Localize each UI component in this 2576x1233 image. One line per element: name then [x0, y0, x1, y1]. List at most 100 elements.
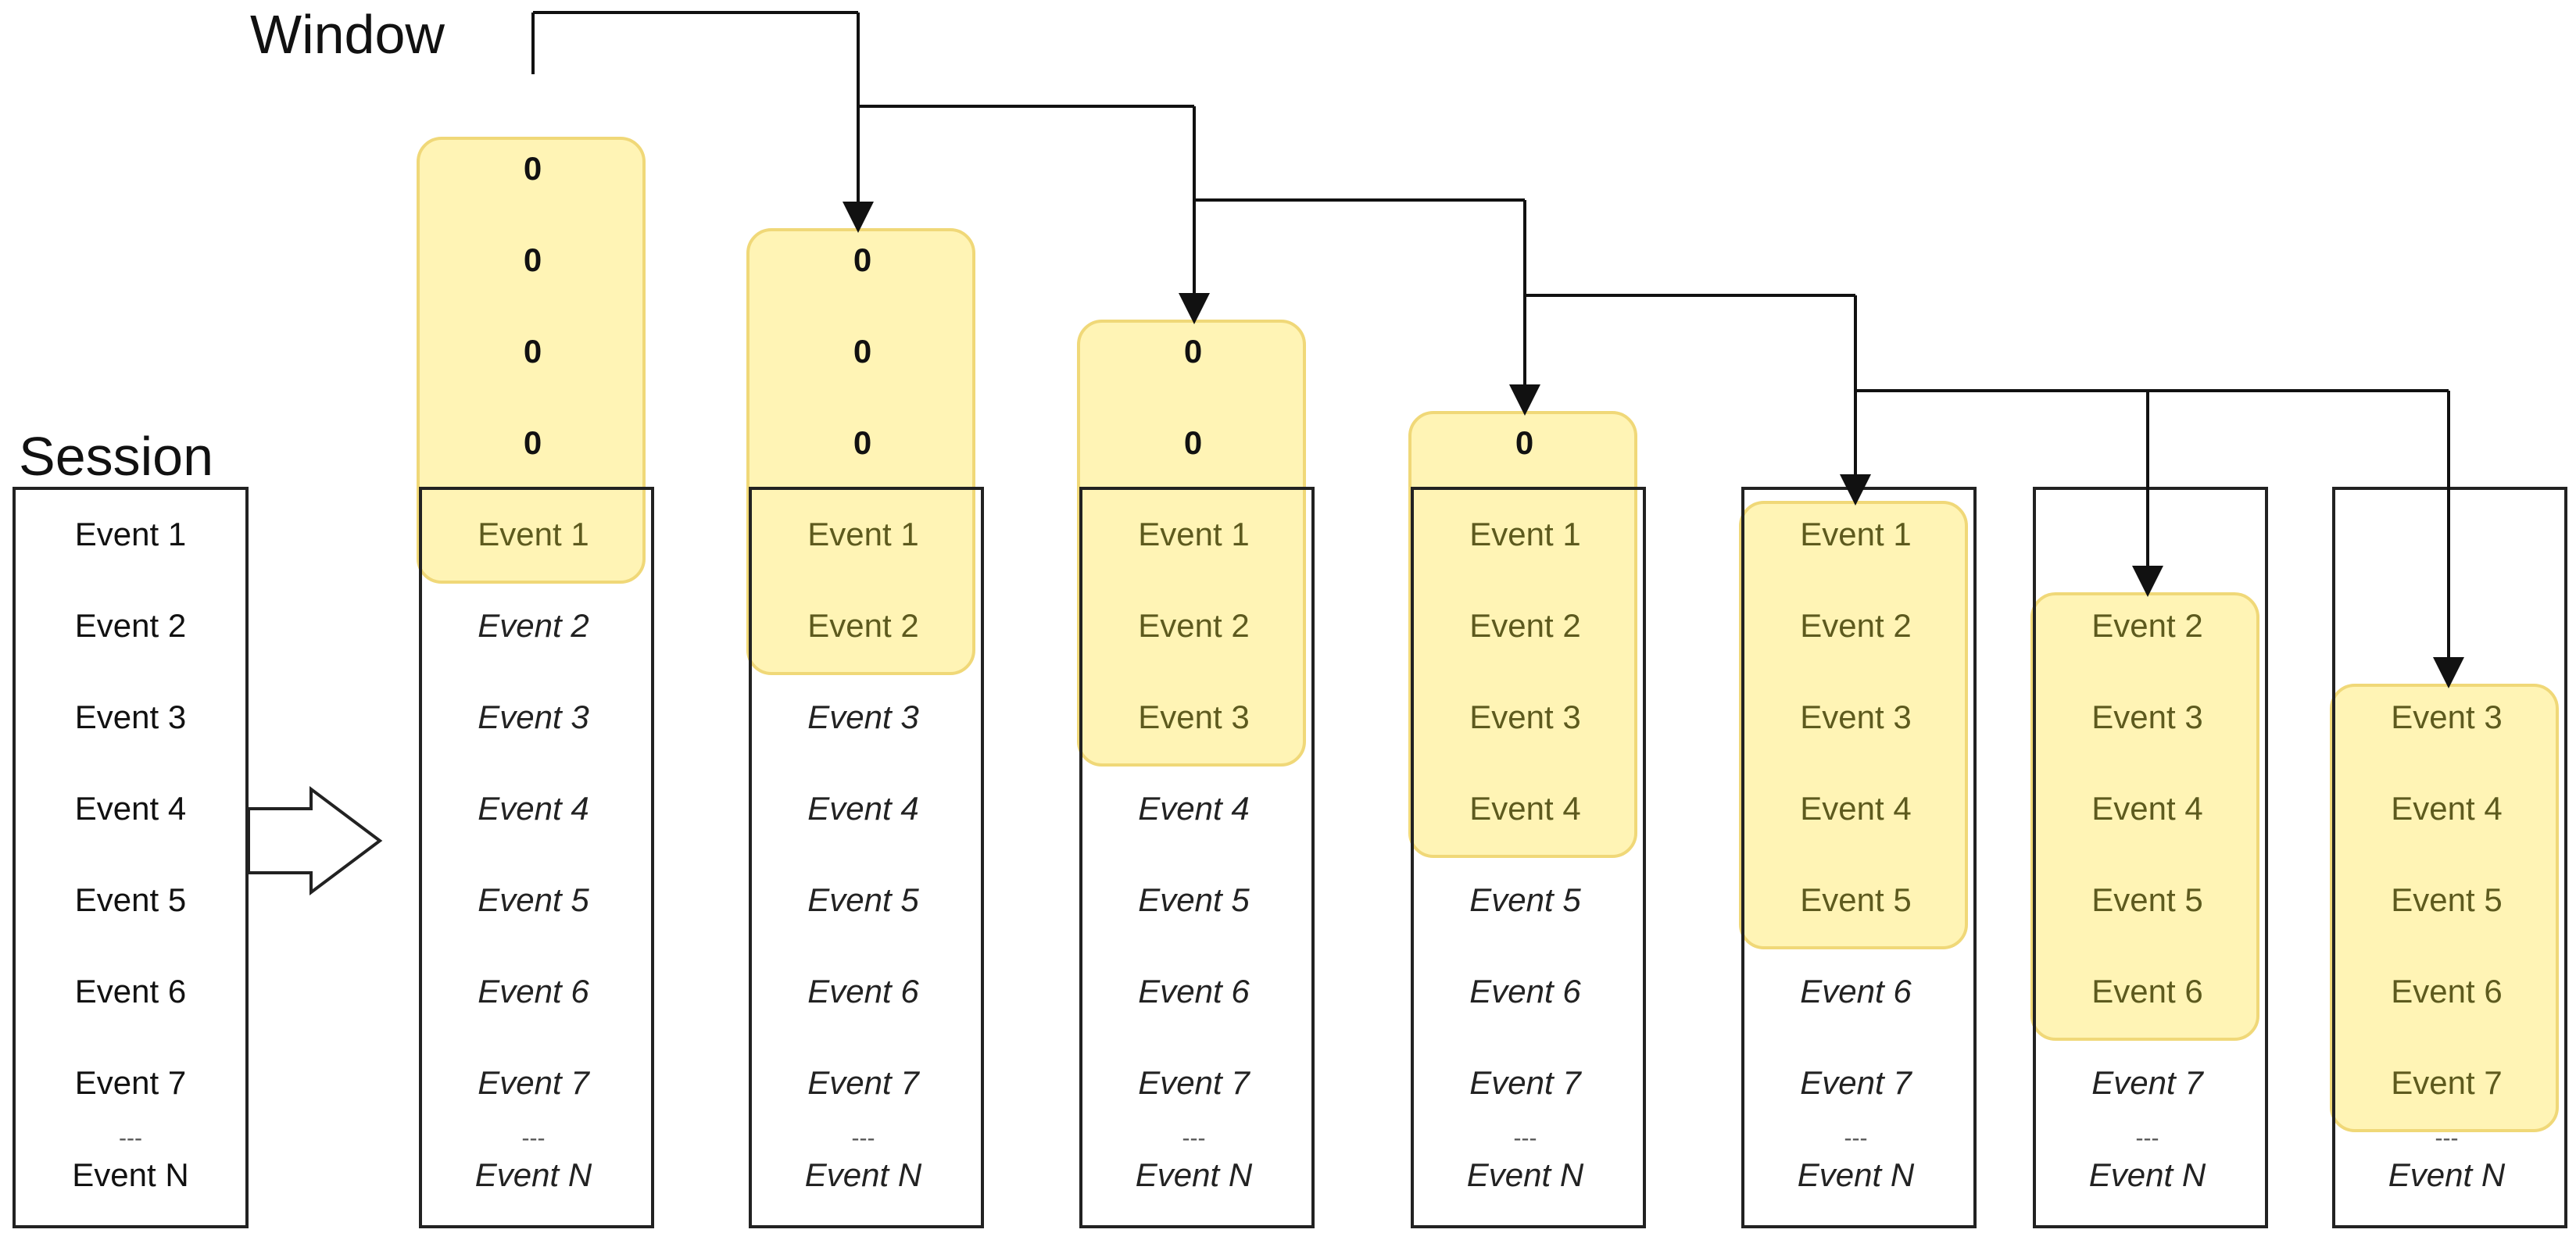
padding-zero: 0	[1184, 333, 1202, 370]
column-event-5: Event 5	[2091, 881, 2202, 918]
column-event-n: Event N	[805, 1156, 922, 1193]
column-event-2: Event 2	[807, 607, 918, 644]
column-event-2: Event 2	[1469, 607, 1580, 644]
column-event-6: Event 6	[478, 973, 589, 1010]
column-event-6: Event 6	[2391, 973, 2502, 1010]
padding-zero: 0	[1515, 424, 1533, 461]
column-event-3: Event 3	[2391, 699, 2502, 735]
padding-zero: 0	[524, 241, 542, 278]
column-event-7: Event 7	[807, 1064, 920, 1101]
window-column-7: Event 3 Event 4 Event 5 Event 6 Event 7 --- Ev…	[2330, 487, 2567, 1228]
column-event-7: Event 7	[1469, 1064, 1582, 1101]
column-event-n: Event N	[1136, 1156, 1253, 1193]
column-border	[1079, 487, 1315, 1228]
session-event-7: Event 7	[75, 1064, 186, 1101]
column-ellipsis: ---	[1182, 1125, 1206, 1151]
column-event-3: Event 3	[1469, 699, 1580, 735]
column-event-n: Event N	[475, 1156, 592, 1193]
session-event-3: Event 3	[75, 699, 186, 735]
column-event-5: Event 5	[2391, 881, 2502, 918]
column-event-5: Event 5	[1138, 881, 1250, 918]
padding-zero: 0	[524, 150, 542, 187]
column-event-7: Event 7	[2391, 1064, 2502, 1101]
window-column-5: Event 1 Event 2 Event 3 Event 4 Event 5 Event…	[1739, 487, 1977, 1228]
column-event-2: Event 2	[478, 607, 589, 644]
column-event-1: Event 1	[1138, 516, 1249, 552]
column-event-3: Event 3	[1800, 699, 1911, 735]
column-event-1: Event 1	[1800, 516, 1911, 552]
column-event-n: Event N	[1798, 1156, 1915, 1193]
column-ellipsis: ---	[1844, 1125, 1868, 1151]
column-event-3: Event 3	[2091, 699, 2202, 735]
column-event-1: Event 1	[478, 516, 589, 552]
column-ellipsis: ---	[1514, 1125, 1537, 1151]
column-event-n: Event N	[1467, 1156, 1584, 1193]
column-event-7: Event 7	[478, 1064, 590, 1101]
column-event-2: Event 2	[1138, 607, 1249, 644]
column-event-6: Event 6	[807, 973, 919, 1010]
column-event-7: Event 7	[2091, 1064, 2204, 1101]
padding-zero: 0	[524, 424, 542, 461]
column-event-3: Event 3	[1138, 699, 1249, 735]
column-event-n: Event N	[2089, 1156, 2206, 1193]
session-event-1: Event 1	[75, 516, 186, 552]
column-event-2: Event 2	[1800, 607, 1911, 644]
column-event-5: Event 5	[807, 881, 919, 918]
window-highlight	[417, 137, 646, 584]
column-event-6: Event 6	[1138, 973, 1250, 1010]
column-border	[1411, 487, 1646, 1228]
column-event-4: Event 4	[1469, 790, 1580, 827]
column-event-6: Event 6	[1469, 973, 1581, 1010]
session-box: Event 1 Event 2 Event 3 Event 4 Event 5 …	[13, 487, 249, 1228]
column-event-2: Event 2	[2091, 607, 2202, 644]
column-event-7: Event 7	[1138, 1064, 1250, 1101]
column-border	[749, 487, 984, 1228]
column-event-5: Event 5	[1800, 881, 1911, 918]
column-event-1: Event 1	[807, 516, 918, 552]
column-event-4: Event 4	[807, 790, 918, 827]
window-label: Window	[250, 4, 445, 65]
column-event-3: Event 3	[478, 699, 589, 735]
column-event-7: Event 7	[1800, 1064, 1912, 1101]
column-event-1: Event 1	[1469, 516, 1580, 552]
column-event-4: Event 4	[1800, 790, 1911, 827]
column-ellipsis: ---	[522, 1125, 546, 1151]
column-event-4: Event 4	[2391, 790, 2502, 827]
session-event-2: Event 2	[75, 607, 186, 644]
session-event-n: Event N	[72, 1156, 188, 1193]
transform-arrow-icon	[247, 786, 383, 895]
column-event-3: Event 3	[807, 699, 918, 735]
padding-zero: 0	[1184, 424, 1202, 461]
session-ellipsis: ---	[119, 1125, 142, 1151]
session-event-6: Event 6	[75, 973, 186, 1010]
session-event-5: Event 5	[75, 881, 186, 918]
session-event-4: Event 4	[75, 790, 186, 827]
column-border	[419, 487, 654, 1228]
padding-zero: 0	[853, 241, 871, 278]
window-column-6: Event 2 Event 3 Event 4 Event 5 Event 6 Event…	[2030, 487, 2268, 1228]
column-event-4: Event 4	[1138, 790, 1249, 827]
column-event-5: Event 5	[478, 881, 589, 918]
session-border	[13, 487, 249, 1228]
column-border	[2033, 487, 2268, 1228]
column-event-6: Event 6	[1800, 973, 1912, 1010]
column-ellipsis: ---	[852, 1125, 875, 1151]
column-event-n: Event N	[2388, 1156, 2506, 1193]
column-event-4: Event 4	[2091, 790, 2202, 827]
padding-zero: 0	[853, 424, 871, 461]
padding-zero: 0	[853, 333, 871, 370]
column-ellipsis: ---	[2435, 1125, 2459, 1151]
column-ellipsis: ---	[2136, 1125, 2159, 1151]
session-label: Session	[19, 426, 213, 487]
window-connectors	[531, 11, 2464, 688]
padding-zero: 0	[524, 333, 542, 370]
column-event-4: Event 4	[478, 790, 589, 827]
column-event-6: Event 6	[2091, 973, 2202, 1010]
column-event-5: Event 5	[1469, 881, 1581, 918]
